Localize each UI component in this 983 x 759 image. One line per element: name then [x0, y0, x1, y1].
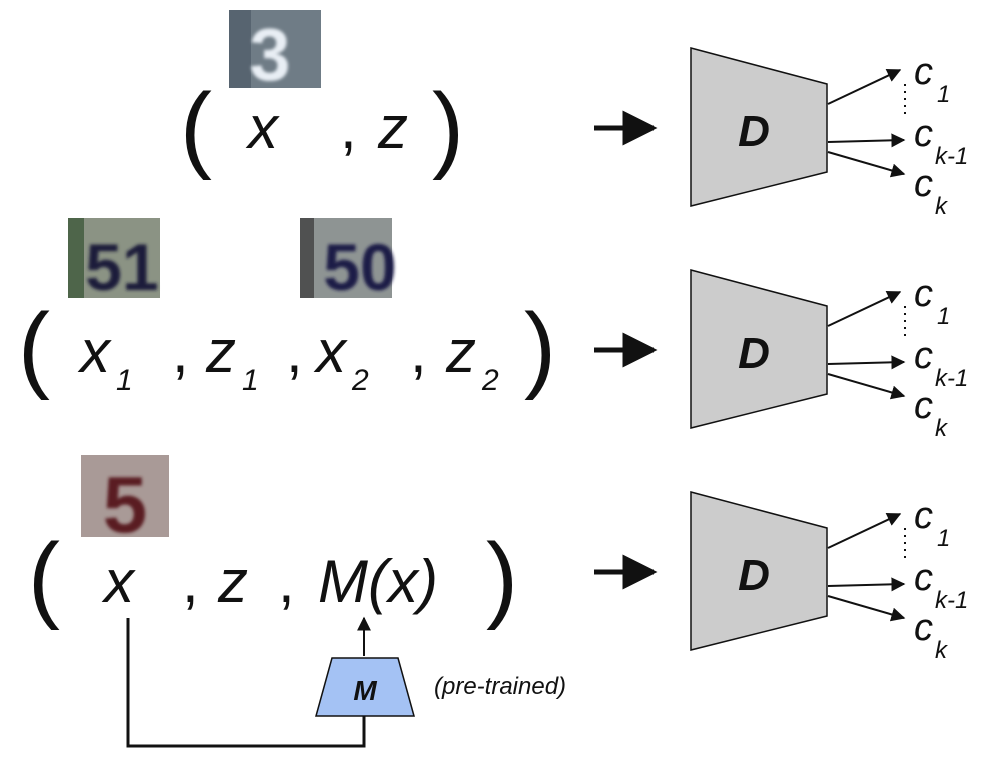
output-c-row2-3: c [914, 385, 933, 427]
tuple-row1-open-paren: ( [180, 74, 212, 181]
output-label-row1-ck-1: ck-1 [914, 113, 968, 170]
tuple-row3-comma-1: , [182, 548, 199, 615]
output-sub-row1-2: k-1 [935, 143, 968, 170]
output-label-row3-c1: c1 [914, 495, 950, 552]
output-label-row1-ck: ck [914, 163, 949, 220]
thumbnail-row1-x-digit: 3 [249, 13, 290, 96]
tuple-row2-z1-var: z [205, 318, 236, 385]
discriminator-row1: D c1 ck-1 ck [690, 47, 968, 220]
thumbnail-row3-x-bg [81, 455, 169, 537]
thumbnail-row2-x1-digit: 51 [85, 230, 158, 304]
output-arrow-row1-ck-1 [827, 133, 906, 148]
tuple-row2-z2-sub: 2 [481, 364, 499, 397]
output-arrow-row3-ck [827, 595, 906, 622]
discriminator-row3-shape [690, 491, 828, 651]
connector-x-to-m [126, 618, 366, 748]
output-label-row3-ck: ck [914, 607, 949, 664]
discriminator-row2: D c1 ck-1 ck [690, 269, 968, 442]
output-arrow-row1-ck [827, 151, 906, 178]
thumbnail-row2-x2: 50 [300, 218, 397, 304]
output-sub-row3-1: 1 [937, 525, 950, 552]
tuple-row2-comma-3: , [410, 318, 427, 385]
tuple-row1-close-paren: ) [432, 74, 464, 181]
output-c-row2-2: c [914, 335, 933, 377]
tuple-row2-x2-var: x [313, 318, 348, 385]
thumbnail-row2-x2-digit: 50 [323, 230, 396, 304]
discriminator-row2-shape [690, 269, 828, 429]
tuple-row2-comma-2: , [286, 318, 303, 385]
thumbnail-row1-x: 3 [229, 10, 321, 96]
output-arrow-row3-c1 [827, 513, 902, 549]
tuple-row2-x1-var: x [77, 318, 112, 385]
output-sub-row3-3: k [935, 637, 949, 664]
output-arrow-row2-ck [827, 373, 906, 400]
tuple-row1-comma: , [340, 94, 357, 161]
output-sub-row1-1: 1 [937, 81, 950, 108]
tuple-row1-z: z [377, 94, 408, 161]
discriminator-row1-shape [690, 47, 828, 207]
tuple-row2-z1-sub: 1 [242, 364, 259, 397]
thumbnail-row3-x-digit: 5 [103, 460, 148, 549]
output-c-row3-2: c [914, 557, 933, 599]
output-sub-row2-1: 1 [937, 303, 950, 330]
thumbnail-row2-x2-stripe [300, 218, 314, 298]
discriminator-row3-label: D [738, 551, 770, 600]
output-label-row2-c1: c1 [914, 273, 950, 330]
output-label-row3-ck-1: ck-1 [914, 557, 968, 614]
output-c-row1-3: c [914, 163, 933, 205]
pretrained-module: M (pre-trained) [126, 616, 566, 748]
output-sub-row2-3: k [935, 415, 949, 442]
thumbnail-row1-x-shade [229, 10, 251, 88]
output-sub-row1-3: k [935, 193, 949, 220]
row-1: 3 ( x , z ) D c1 ck-1 ck [180, 10, 968, 220]
output-c-row1-1: c [914, 51, 933, 93]
output-c-row1-2: c [914, 113, 933, 155]
tuple-row2-close-paren: ) [524, 294, 556, 401]
tuple-row3-open-paren: ( [28, 524, 60, 631]
tuple-row3-close-paren: ) [486, 524, 518, 631]
tuple-row2-x2-sub: 2 [351, 364, 369, 397]
tuple-row2-open-paren: ( [18, 294, 50, 401]
output-sub-row3-2: k-1 [935, 587, 968, 614]
thumbnail-row2-x1-stripe [68, 218, 84, 298]
pretrained-module-shape [315, 657, 415, 717]
tuple-row3-mx: M(x) [318, 548, 438, 615]
output-arrow-row3-ck-1 [827, 577, 906, 592]
pretrained-module-note: (pre-trained) [434, 673, 566, 700]
pretrained-module-label: M [353, 675, 377, 706]
thumbnail-row2-x1: 51 [68, 218, 160, 304]
discriminator-row2-label: D [738, 329, 770, 378]
discriminator-row1-label: D [738, 107, 770, 156]
tuple-row1-x: x [245, 94, 280, 161]
tuple-row3-z: z [217, 548, 248, 615]
output-c-row3-3: c [914, 607, 933, 649]
row-3: 5 ( x , z , M(x) ) D c1 ck-1 ck M (pre-t… [28, 455, 968, 748]
tuple-row2-x1-sub: 1 [116, 364, 133, 397]
output-arrow-row1-c1 [827, 69, 902, 105]
tuple-row2-comma-1: , [172, 318, 189, 385]
discriminator-row3: D c1 ck-1 ck [690, 491, 968, 664]
output-arrow-row2-c1 [827, 291, 902, 327]
thumbnail-row2-x2-bg [300, 218, 392, 298]
output-label-row2-ck-1: ck-1 [914, 335, 968, 392]
output-sub-row2-2: k-1 [935, 365, 968, 392]
output-c-row2-1: c [914, 273, 933, 315]
tuple-row3-comma-2: , [278, 548, 295, 615]
output-label-row1-c1: c1 [914, 51, 950, 108]
output-c-row3-1: c [914, 495, 933, 537]
thumbnail-row3-x: 5 [81, 455, 169, 549]
output-arrow-row2-ck-1 [827, 355, 906, 370]
output-label-row2-ck: ck [914, 385, 949, 442]
tuple-row2-z2-var: z [445, 318, 476, 385]
tuple-row3-x: x [101, 548, 136, 615]
